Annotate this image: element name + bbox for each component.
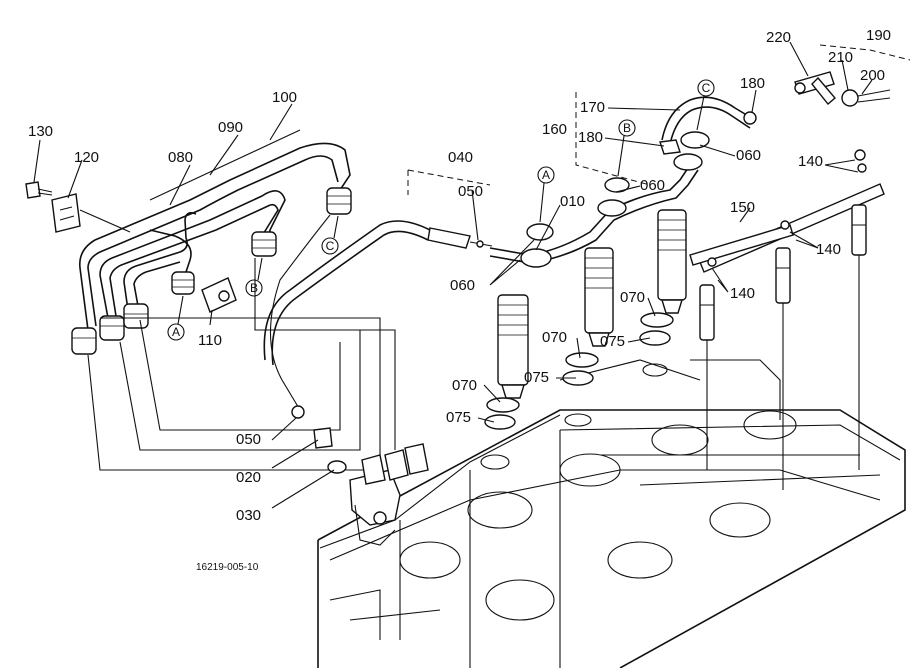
label-150: 150 xyxy=(730,199,755,216)
ref-marker-a-left-label: A xyxy=(172,325,180,339)
label-075-b: 075 xyxy=(524,369,549,386)
pipe-nut-b-left xyxy=(251,231,277,257)
ref-marker-b-right: B xyxy=(617,119,636,177)
assembly-boundary-160 xyxy=(575,92,651,186)
gaskets xyxy=(484,312,674,430)
label-050-top: 050 xyxy=(458,183,483,200)
ref-marker-a-right-label: A xyxy=(542,168,550,182)
ref-marker-c-right: C xyxy=(696,79,715,131)
label-075-a: 075 xyxy=(446,409,471,426)
label-080: 080 xyxy=(168,149,193,166)
leak-off-pipe xyxy=(489,131,710,268)
label-060-b: 060 xyxy=(640,177,665,194)
label-130: 130 xyxy=(28,123,53,140)
label-060-c: 060 xyxy=(736,147,761,164)
label-090: 090 xyxy=(218,119,243,136)
label-110: 110 xyxy=(198,332,222,349)
pipe-nut-a-left xyxy=(171,271,195,295)
clamp-bolt xyxy=(25,181,53,199)
label-140-c: 140 xyxy=(730,285,755,302)
cylinder-head xyxy=(317,359,906,668)
ref-marker-c-right-label: C xyxy=(702,81,711,95)
glow-plug-lead xyxy=(689,149,885,273)
label-210: 210 xyxy=(828,49,853,66)
label-070-c: 070 xyxy=(620,289,645,306)
label-140-b: 140 xyxy=(816,241,841,258)
label-120: 120 xyxy=(74,149,99,166)
label-050-bottom: 050 xyxy=(236,431,261,448)
ref-marker-b-right-label: B xyxy=(623,121,631,135)
label-190: 190 xyxy=(866,27,891,44)
ref-marker-c-left-label: C xyxy=(326,239,335,253)
pipe-nuts-pump-end xyxy=(71,303,149,355)
ref-marker-a-left: A xyxy=(167,295,185,341)
ref-marker-b-left-label: B xyxy=(250,281,258,295)
ref-marker-c-left: C xyxy=(321,215,339,255)
clamp-plate xyxy=(51,193,131,233)
label-030: 030 xyxy=(236,507,261,524)
glow-plugs xyxy=(699,204,867,490)
label-020: 020 xyxy=(236,469,261,486)
assembly-boundary-040 xyxy=(407,169,491,195)
ref-marker-b-left: B xyxy=(245,257,263,297)
label-180-a: 180 xyxy=(740,75,765,92)
nozzle-holder-2 xyxy=(584,247,614,347)
label-140-a: 140 xyxy=(798,153,823,170)
label-170: 170 xyxy=(580,99,605,116)
leader-lines xyxy=(33,41,873,509)
delivery-valve-holder xyxy=(291,405,429,546)
label-060-a: 060 xyxy=(450,277,475,294)
label-010: 010 xyxy=(560,193,585,210)
nozzle-holder-3 xyxy=(657,209,687,314)
return-joint xyxy=(794,71,891,107)
return-hose xyxy=(659,96,757,155)
label-200: 200 xyxy=(860,67,885,84)
leak-off-hose xyxy=(263,220,493,366)
assembly-boundary-190 xyxy=(819,44,911,61)
ref-marker-a-right: A xyxy=(537,166,555,223)
label-075-c: 075 xyxy=(600,333,625,350)
label-160: 160 xyxy=(542,121,567,138)
injection-pipe-set xyxy=(78,129,351,331)
label-180-b: 180 xyxy=(578,129,603,146)
label-040: 040 xyxy=(448,149,473,166)
label-100: 100 xyxy=(272,89,297,106)
label-070-b: 070 xyxy=(542,329,567,346)
nozzle-holder-1 xyxy=(497,294,529,399)
pipe-nut-c-left xyxy=(326,187,352,215)
label-220: 220 xyxy=(766,29,791,46)
pipe-clamp xyxy=(201,277,237,313)
label-070-a: 070 xyxy=(452,377,477,394)
figure-code: 16219-005-10 xyxy=(196,562,259,573)
